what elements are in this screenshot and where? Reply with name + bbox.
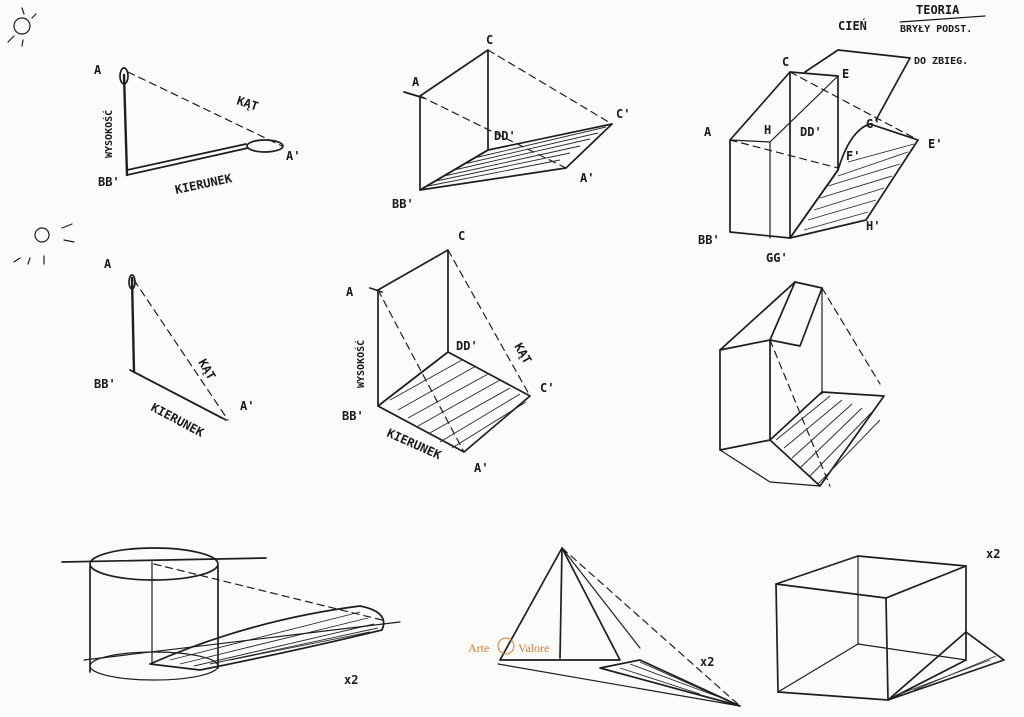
ray-a bbox=[377, 289, 465, 453]
label-do-zbiegu: DO ZBIEG. bbox=[914, 56, 968, 67]
figure-wall-top: A C DD' C' A' BB' bbox=[392, 33, 630, 211]
label-gg: GG' bbox=[766, 251, 788, 265]
stick-height bbox=[130, 276, 136, 374]
cylinder-top bbox=[89, 547, 219, 581]
label-bb: BB' bbox=[392, 197, 414, 211]
watermark-right: Valore bbox=[518, 641, 549, 655]
label-dd: DD' bbox=[456, 339, 478, 353]
shadow-hatching bbox=[775, 395, 881, 485]
label-f1: F' bbox=[846, 149, 860, 163]
box-front bbox=[729, 71, 839, 239]
label-a: A bbox=[94, 63, 102, 77]
label-kat: KĄT bbox=[235, 94, 260, 114]
shadow-area bbox=[769, 391, 885, 487]
multiplier-cube: x2 bbox=[986, 547, 1000, 561]
strike-line bbox=[899, 15, 986, 23]
label-wysokosc: WYSOKOŚĆ bbox=[102, 110, 115, 158]
label-g1: G' bbox=[866, 117, 880, 131]
shadow-area bbox=[377, 351, 531, 453]
shadow-hatching bbox=[427, 126, 607, 187]
figure-cylinder: x2 bbox=[61, 547, 401, 687]
label-dd: DD' bbox=[800, 125, 822, 139]
label-c: C bbox=[782, 55, 789, 69]
shadow-area bbox=[599, 659, 741, 707]
ray-ce bbox=[789, 71, 919, 141]
shadow-area bbox=[789, 123, 919, 239]
figure-box-middle bbox=[719, 281, 885, 487]
label-dd: DD' bbox=[494, 129, 516, 143]
box-front bbox=[719, 339, 771, 451]
figure-stick-middle: A BB' A' KĄT KIERUNEK bbox=[94, 257, 254, 440]
label-a1: A' bbox=[474, 461, 488, 475]
label-kierunek: KIERUNEK bbox=[174, 171, 234, 197]
label-a: A bbox=[104, 257, 112, 271]
light-ray bbox=[133, 279, 229, 421]
ray-a bbox=[419, 95, 567, 169]
label-h1: H' bbox=[866, 219, 880, 233]
label-a: A bbox=[704, 125, 712, 139]
cylinder-base bbox=[89, 651, 219, 681]
label-bb: BB' bbox=[342, 409, 364, 423]
shadow-hatching bbox=[619, 661, 731, 703]
label-wysokosc: WYSOKOŚĆ bbox=[354, 340, 367, 388]
label-a1: A' bbox=[580, 171, 594, 185]
label-a1: A' bbox=[286, 149, 300, 163]
light-ray bbox=[127, 71, 283, 147]
stick-height bbox=[122, 73, 129, 177]
figure-cube: x2 bbox=[775, 547, 1005, 701]
stick-tip bbox=[119, 67, 129, 85]
watermark: Arte Valore bbox=[468, 637, 549, 655]
label-bb: BB' bbox=[98, 175, 120, 189]
ray-c bbox=[447, 249, 531, 397]
label-kierunek: KIERUNEK bbox=[385, 426, 444, 463]
label-e: E bbox=[842, 67, 849, 81]
label-a: A bbox=[412, 75, 420, 89]
shadow-tip bbox=[246, 139, 284, 153]
label-a: A bbox=[346, 285, 354, 299]
shadow-area bbox=[887, 631, 1005, 701]
shadow-hatching bbox=[389, 359, 527, 449]
shadow-hatching bbox=[169, 611, 379, 667]
figure-box-top: A C E H DD' G' F' E' H' BB' GG' DO ZBIEG… bbox=[698, 49, 968, 265]
watermark-left: Arte bbox=[468, 641, 489, 655]
label-a1: A' bbox=[240, 399, 254, 413]
figure-wall-middle: A C DD' C' A' BB' KIERUNEK WYSOKOŚĆ KĄT bbox=[342, 229, 554, 475]
label-bb: BB' bbox=[698, 233, 720, 247]
shadow-hatching bbox=[899, 655, 997, 695]
label-kat: KĄT bbox=[511, 341, 534, 367]
wall-outline bbox=[377, 249, 449, 407]
title-block: CIEŃ TEORIA BRYŁY PODST. bbox=[838, 3, 986, 35]
multiplier-pyramid: x2 bbox=[700, 655, 714, 669]
cube-top bbox=[775, 555, 967, 599]
label-c: C bbox=[486, 33, 493, 47]
title-cien: CIEŃ bbox=[838, 18, 867, 33]
ray-c bbox=[487, 49, 613, 125]
multiplier-cylinder: x2 bbox=[344, 673, 358, 687]
watermark-logo-icon bbox=[497, 637, 515, 655]
label-h: H bbox=[764, 123, 771, 137]
figure-stick-top: A BB' A' KĄT KIERUNEK WYSOKOŚĆ bbox=[94, 63, 300, 197]
label-kat: KĄT bbox=[195, 357, 218, 383]
shadow-hatching bbox=[803, 143, 915, 231]
shadow-area bbox=[149, 605, 385, 671]
title-teoria: TEORIA bbox=[916, 3, 960, 17]
label-c: C bbox=[458, 229, 465, 243]
figure-pyramid: x2 bbox=[497, 547, 741, 707]
sun-icon-top bbox=[7, 7, 37, 47]
sun-icon-middle bbox=[13, 223, 75, 265]
label-e1: E' bbox=[928, 137, 942, 151]
pyramid-outline bbox=[499, 547, 621, 661]
title-struck: BRYŁY PODST. bbox=[900, 24, 972, 35]
label-c1: C' bbox=[540, 381, 554, 395]
shadow-direction bbox=[126, 147, 249, 176]
label-c1: C' bbox=[616, 107, 630, 121]
label-bb: BB' bbox=[94, 377, 116, 391]
